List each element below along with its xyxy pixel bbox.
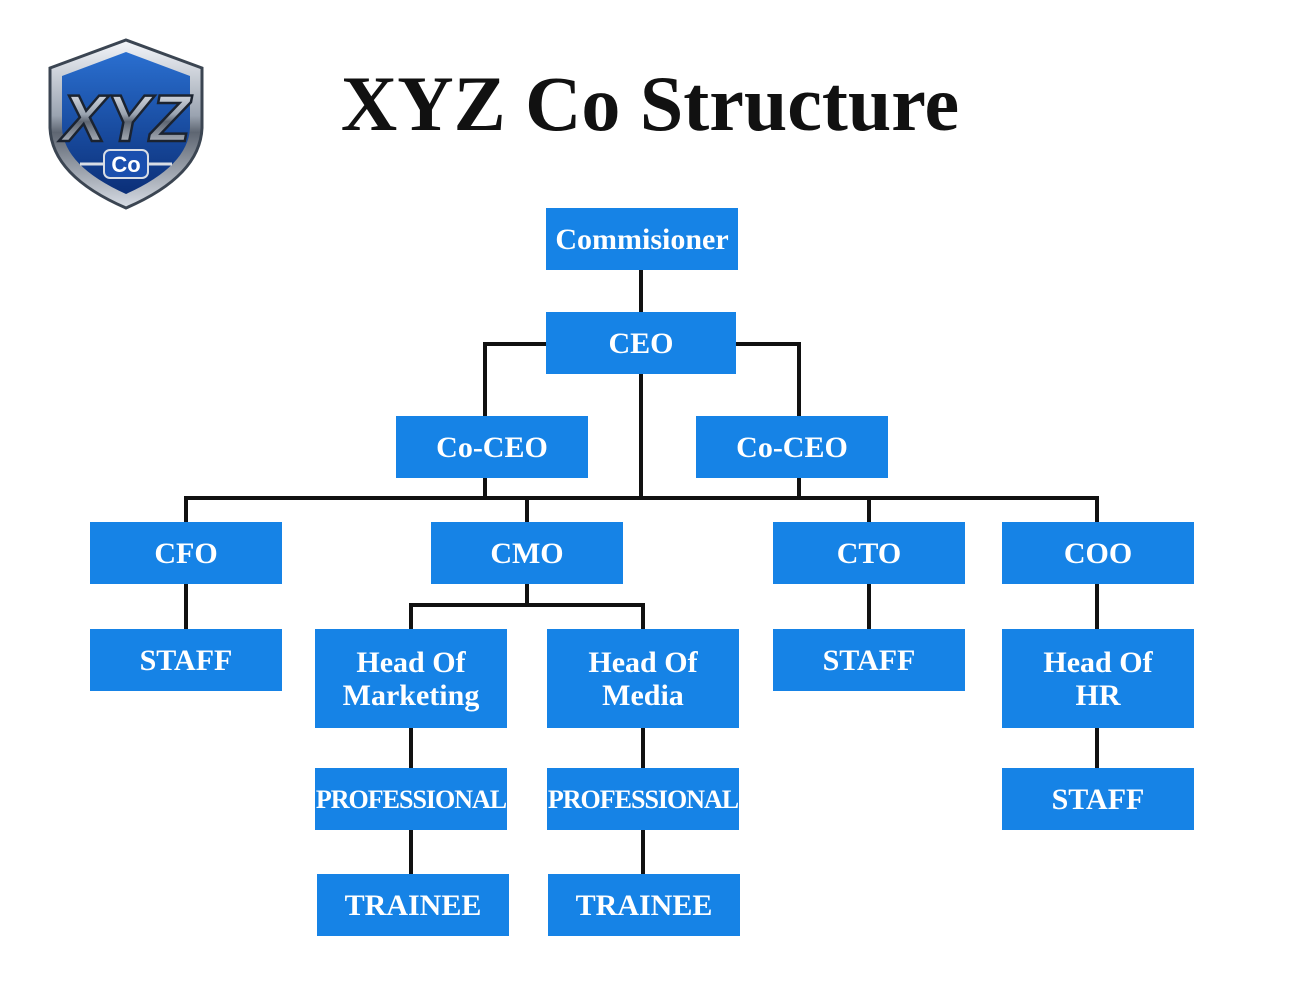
node-marketing-professional: PROFESSIONAL: [315, 768, 507, 830]
logo-sub-plate: [103, 149, 149, 179]
node-media-professional: PROFESSIONAL: [547, 768, 739, 830]
node-head-of-hr: Head Of HR: [1002, 629, 1194, 728]
shield-inner-icon: [62, 52, 190, 194]
node-head-of-marketing: Head Of Marketing: [315, 629, 507, 728]
node-cfo-staff: STAFF: [90, 629, 282, 691]
node-cto-staff: STAFF: [773, 629, 965, 691]
page-title: XYZ Co Structure: [340, 60, 960, 147]
node-co-ceo-left: Co-CEO: [396, 416, 588, 478]
node-hr-staff: STAFF: [1002, 768, 1194, 830]
logo-main-text: XYZ: [58, 81, 193, 155]
node-cmo: CMO: [431, 522, 623, 584]
node-ceo: CEO: [546, 312, 736, 374]
connector-ceo-coceo-left: [483, 342, 548, 418]
node-marketing-trainee: TRAINEE: [317, 874, 509, 936]
node-coo: COO: [1002, 522, 1194, 584]
node-media-trainee: TRAINEE: [548, 874, 740, 936]
node-cto: CTO: [773, 522, 965, 584]
node-co-ceo-right: Co-CEO: [696, 416, 888, 478]
node-commissioner: Commisioner: [546, 208, 738, 270]
xyz-co-logo: XYZ Co: [48, 38, 204, 210]
node-cfo: CFO: [90, 522, 282, 584]
connector-ceo-coceo-right: [734, 342, 801, 418]
node-head-of-media: Head Of Media: [547, 629, 739, 728]
logo-sub-text: Co: [111, 152, 140, 177]
